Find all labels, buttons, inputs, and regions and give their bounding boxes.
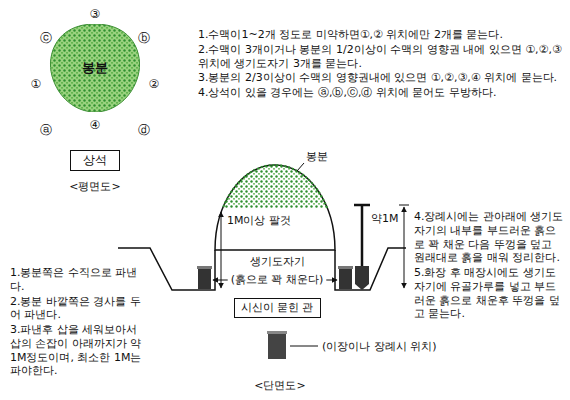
mound-grass-edge <box>215 165 335 208</box>
note-text: 5.화장 후 매장시에도 생기도자기에 유골가루를 넣고 부드러운 흙으로 채운… <box>414 266 565 321</box>
position-marker: ⓒ <box>40 31 52 46</box>
position-marker: ⓐ <box>40 123 52 138</box>
note-list: 4.장례시에는 관아래에 생기도자기의 내부를 부드러운 흙으로 꽉 채운 다음… <box>414 210 565 321</box>
note-text: 3.파낸후 삽을 세워보아서 삽의 손잡이 아래까지가 약1M정도이며, 최소한… <box>10 323 148 378</box>
mound-plan: 봉분 <box>48 24 142 112</box>
view-caption: <평면도> <box>69 180 120 194</box>
position-marker: ⓑ <box>138 31 150 46</box>
position-marker: ② <box>149 77 160 92</box>
node-text: 시신이 묻힌 관 <box>241 301 314 315</box>
node-text: 봉분 <box>82 60 108 76</box>
note-text: 1.수맥이1~2개 정도로 미약하면①,② 위치에만 2개를 묻는다. <box>198 28 562 42</box>
note-text: 1.봉분쪽은 수직으로 파낸다. <box>10 266 148 294</box>
depth-label: 1M이상 팔것 <box>227 214 291 228</box>
position-marker: ① <box>31 77 42 92</box>
fill-arrow <box>213 280 228 281</box>
shovel <box>354 205 370 290</box>
mound-grass <box>215 165 335 208</box>
mound-section <box>215 165 335 250</box>
note-text: 4.장례시에는 관아래에 생기도자기의 내부를 부드러운 흙으로 꽉 채운 다음… <box>414 210 565 265</box>
fill-arrow <box>326 280 337 281</box>
depth-arrow <box>221 212 222 288</box>
note-list: 1.봉분쪽은 수직으로 파낸다.2.봉분 바깥쪽은 경사를 두어 파낸다.3.파… <box>10 266 148 378</box>
position-marker: ③ <box>90 7 101 22</box>
note-text: 2.봉분 바깥쪽은 경사를 두어 파낸다. <box>10 295 148 323</box>
note-text: 2.수맥이 3개이거나 봉분의 1/2이상이 수맥의 영향권 내에 있으면 ①,… <box>198 43 562 71</box>
stone-table: 상석 <box>70 150 120 171</box>
fill-note: (흙으로 꽉 채운다) <box>231 273 324 287</box>
node-text: 상석 <box>83 153 107 168</box>
position-marker: ⓓ <box>138 123 150 138</box>
part-label: 봉분 <box>306 150 328 164</box>
mound-texture <box>50 24 139 112</box>
note-list: 1.수맥이1~2개 정도로 미약하면①,② 위치에만 2개를 묻는다.2.수맥이… <box>198 28 562 100</box>
leader-line <box>297 163 304 171</box>
part-label: (이장이나 장례시 위치) <box>322 340 437 354</box>
dimension-line <box>399 205 409 288</box>
coffin-box: 시신이 묻힌 관 <box>234 298 321 318</box>
leader-line <box>290 346 318 347</box>
dimension-label: 약1M <box>371 212 399 226</box>
note-text: 4.상석이 있을 경우에는 ⓐ,ⓑ,ⓒ,ⓓ 위치에 묻어도 무방하다. <box>198 86 562 100</box>
view-caption: <단면도> <box>254 379 305 393</box>
position-marker: ④ <box>90 118 101 133</box>
note-text: 3.봉분의 2/3이상이 수맥의 영향권내에 있으면 ①,②,③,④ 위치에 묻… <box>198 71 562 85</box>
part-label: 생기도자기 <box>250 255 305 269</box>
mound-fill <box>50 24 139 112</box>
